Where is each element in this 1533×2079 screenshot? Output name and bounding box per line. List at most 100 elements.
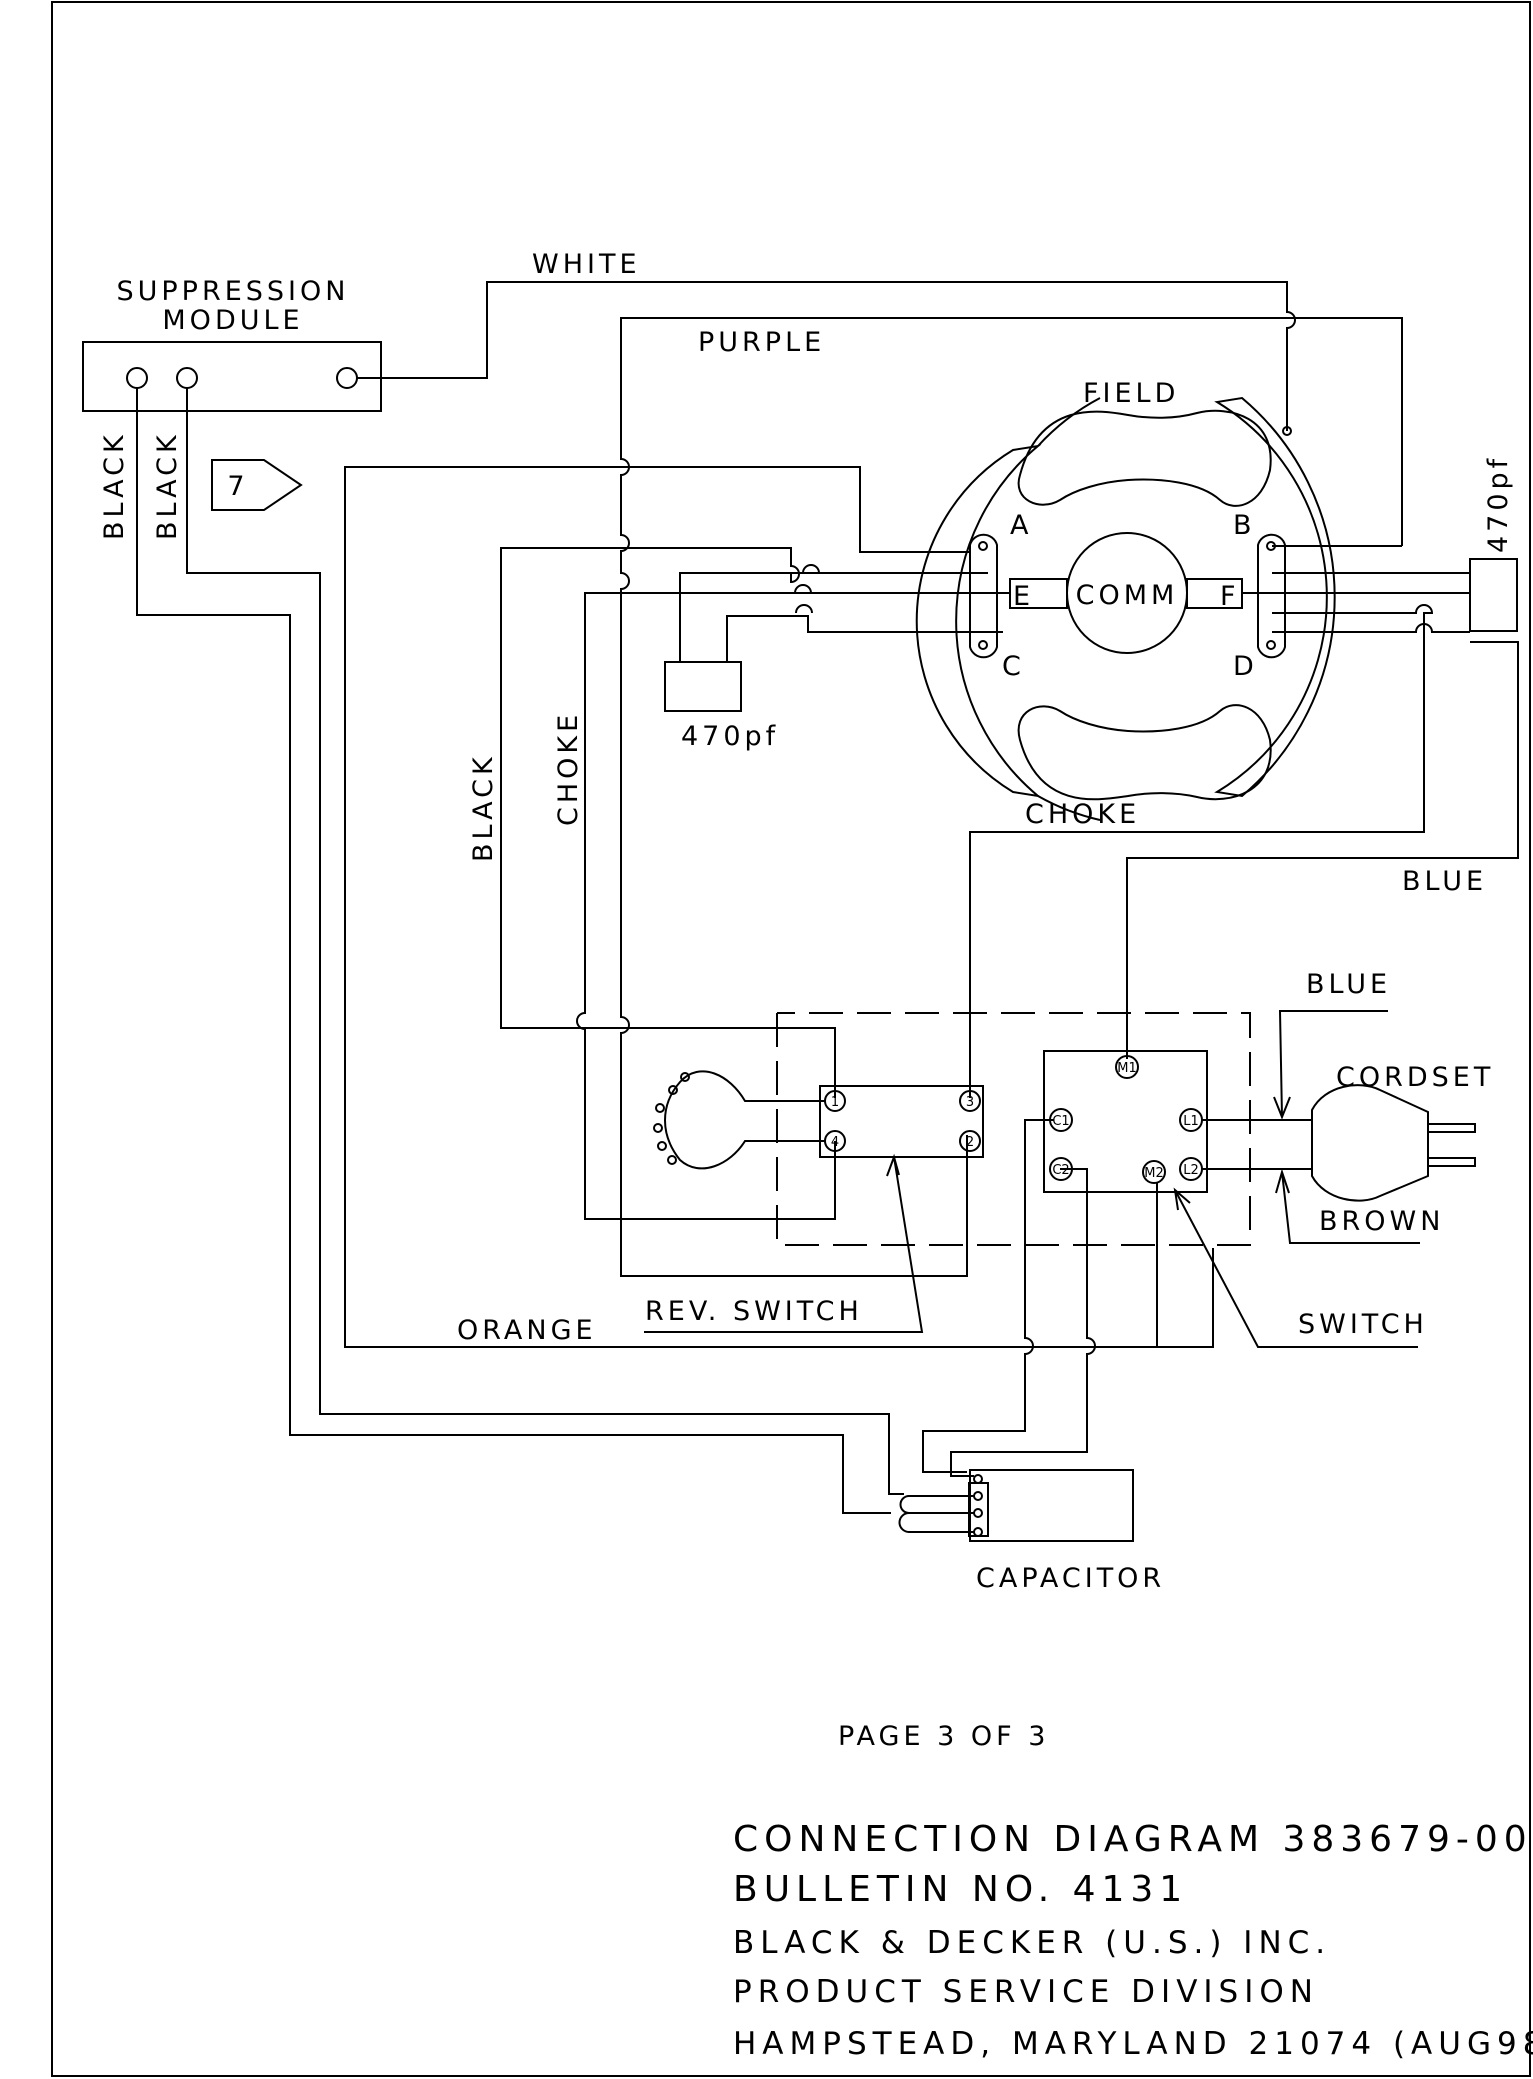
terminal-d-dot	[1266, 640, 1276, 650]
term-b-label: B	[1233, 510, 1256, 541]
suppression-module: SUPPRESSION MODULE	[82, 276, 382, 412]
term-d-label: D	[1233, 651, 1258, 682]
capacitor-terminal	[973, 1491, 983, 1501]
choke-coil-turn	[668, 1085, 678, 1095]
rev-terminal-3-label: 3	[966, 1095, 974, 1110]
rev-terminal-4-label: 4	[831, 1135, 839, 1150]
main-switch: M1 C1 L1 C2 M2 L2 SWITCH	[1043, 1050, 1428, 1348]
choke-coil-turn	[680, 1072, 690, 1082]
capacitor-body	[969, 1469, 1134, 1542]
switch-label: SWITCH	[1298, 1309, 1428, 1340]
reference-flag-number: 7	[227, 471, 248, 502]
wires	[136, 281, 1519, 1514]
rev-terminal-2-label: 2	[966, 1135, 974, 1150]
page-indicator: PAGE 3 OF 3	[838, 1721, 1049, 1752]
wire-purple	[620, 317, 1403, 1277]
black-wire-label-2: BLACK	[152, 431, 183, 540]
reverse-switch: 1 3 4 2 REV. SWITCH	[644, 1070, 984, 1333]
terminal-a-dot	[978, 541, 988, 551]
switch-terminal-l2-label: L2	[1183, 1163, 1199, 1178]
wire-black-left-1	[136, 388, 891, 1514]
white-wire-label: WHITE	[532, 249, 641, 280]
term-c-label: C	[1002, 651, 1025, 682]
wire-field-e	[585, 584, 1010, 594]
choke-vertical-label: CHOKE	[553, 711, 584, 826]
wire-field-d	[1272, 623, 1470, 633]
field-outer-left	[915, 444, 1042, 798]
switch-terminal-l1-label: L1	[1183, 1114, 1199, 1129]
capacitor-470pf-left: 470pf	[664, 661, 779, 752]
field-label: FIELD	[1083, 378, 1179, 409]
capacitor-470pf-right-label: 470pf	[1483, 455, 1514, 553]
choke-coil-turn	[655, 1103, 665, 1113]
terminal-b-d	[1257, 533, 1286, 659]
blue-cord-leader	[1273, 1010, 1388, 1120]
capacitor-terminal	[973, 1527, 983, 1537]
title-line-1: CONNECTION DIAGRAM 383679-00	[733, 1819, 1533, 1860]
capacitor-470pf-right-body	[1469, 558, 1518, 632]
terminal-c-dot	[978, 640, 988, 650]
title-block: CONNECTION DIAGRAM 383679-00 BULLETIN NO…	[733, 1819, 1533, 2062]
plug-prong-2	[1428, 1157, 1476, 1167]
field-pole-bottom	[1017, 704, 1272, 801]
commutator-label: COMM	[1076, 580, 1179, 611]
wire-field-d-drop	[969, 604, 1434, 1098]
switch-terminal-c1-label: C1	[1052, 1114, 1069, 1129]
capacitor-leads	[898, 1495, 974, 1533]
switch-terminal-c1	[1049, 1108, 1073, 1132]
switch-leader	[1173, 1187, 1418, 1348]
black-mid-label: BLACK	[468, 753, 499, 862]
switch-terminal-m1	[1115, 1055, 1139, 1079]
field-pole-top	[1017, 409, 1272, 507]
motor-field: COMM A B C D E F	[915, 396, 1336, 821]
title-line-5: HAMPSTEAD, MARYLAND 21074 (AUG98-TS)	[733, 2026, 1533, 2062]
switch-terminal-m2	[1142, 1160, 1166, 1184]
reference-flag-shape	[211, 459, 303, 511]
plug-prong-1	[1428, 1123, 1476, 1133]
wire-field-c2	[795, 604, 813, 614]
capacitor-470pf-left-body	[664, 661, 742, 712]
orange-wire-label: ORANGE	[457, 1315, 597, 1346]
switch-terminal-m1-label: M1	[1117, 1061, 1137, 1076]
switch-housing-outline	[776, 1012, 1251, 1246]
reverse-switch-body	[819, 1085, 984, 1158]
term-f-label: F	[1220, 581, 1240, 612]
wire-470pf-left-2	[726, 615, 1003, 662]
wire-470pf-left-1	[679, 572, 791, 662]
blue-upper-label: BLUE	[1402, 866, 1487, 897]
brown-label: BROWN	[1319, 1206, 1444, 1237]
choke-coil-turn	[657, 1141, 667, 1151]
brush-e	[1009, 578, 1068, 609]
rev-terminal-3	[959, 1090, 981, 1112]
capacitor-470pf-left-label: 470pf	[681, 721, 779, 752]
suppression-module-body	[82, 341, 382, 412]
rev-terminal-1-label: 1	[831, 1095, 839, 1110]
wire-junction	[1282, 426, 1292, 436]
wire-field-a	[791, 564, 988, 574]
brush-f	[1186, 578, 1243, 609]
title-line-2: BULLETIN NO. 4131	[733, 1869, 1188, 1910]
term-e-label: E	[1013, 581, 1034, 612]
wire-switch-c1	[922, 1119, 1054, 1473]
rev-terminal-2	[959, 1130, 981, 1152]
cordset-plug	[1311, 1084, 1429, 1202]
title-line-4: PRODUCT SERVICE DIVISION	[733, 1974, 1319, 2010]
wire-black-mid	[500, 547, 980, 1098]
black-wire-label-1: BLACK	[99, 431, 130, 540]
switch-terminal-c2-label: C2	[1052, 1163, 1069, 1178]
wire-black-left-2	[186, 388, 904, 1495]
brown-cord-leader	[1275, 1168, 1420, 1244]
switch-terminal-c2	[1049, 1157, 1073, 1181]
switch-housing	[776, 1012, 1251, 1246]
field-arc-top-left	[1037, 397, 1101, 447]
suppression-terminal-1	[126, 367, 148, 389]
capacitor-terminal	[973, 1508, 983, 1518]
cordset-label: CORDSET	[1336, 1062, 1494, 1093]
suppression-module-label: SUPPRESSION	[117, 276, 350, 307]
rev-switch-leader	[644, 1153, 924, 1333]
field-outer-right	[1214, 396, 1336, 798]
choke-coil-turn	[667, 1155, 677, 1165]
wire-switch-m2	[1156, 1183, 1213, 1348]
wire-blue	[1126, 641, 1519, 1059]
